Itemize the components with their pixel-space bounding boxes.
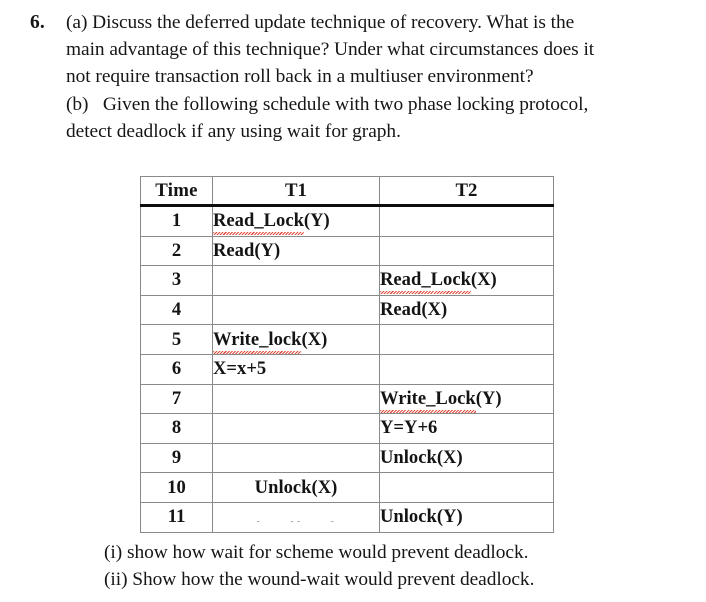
- cell-time: 2: [140, 235, 213, 267]
- cell-t2-operation: [379, 235, 554, 267]
- table-header: Time T1 T2: [140, 176, 554, 207]
- table-row: 8 Y=Y+6: [140, 413, 554, 444]
- column-header-t2: T2: [379, 176, 554, 207]
- spellcheck-underlined-token: Write_lock: [213, 327, 302, 354]
- cell-time: 10: [140, 472, 213, 503]
- cell-t1-operation: [212, 413, 380, 444]
- question-part-b-line-1: (b) Given the following schedule with tw…: [66, 93, 589, 115]
- cell-t1-operation: Unlock(X): [212, 472, 380, 503]
- table-header-row: Time T1 T2: [140, 176, 554, 207]
- cell-t1-operation: Write_lock(X): [212, 324, 380, 355]
- table-row: 7 Write_Lock(Y): [140, 383, 554, 415]
- cell-t2-operation: Read_Lock(X): [379, 265, 554, 296]
- question-part-a-line-3: not require transaction roll back in a m…: [66, 66, 534, 88]
- cell-t1-operation: [212, 442, 380, 474]
- question-text-body: (a) Discuss the deferred update techniqu…: [66, 9, 696, 145]
- table-row: 11 Unlock(Y): [140, 501, 554, 533]
- column-header-t1: T1: [212, 176, 380, 207]
- question-number: 6.: [30, 12, 45, 33]
- spellcheck-underlined-token: Write_Lock: [380, 386, 476, 413]
- cell-time: 8: [140, 413, 213, 444]
- sub-question-i: (i) show how wait for scheme would preve…: [104, 542, 529, 563]
- cell-t1-operation: [212, 294, 380, 326]
- cell-time: 3: [140, 265, 213, 296]
- cell-t1-operation: X=x+5: [212, 353, 380, 385]
- question-part-a-line-2: main advantage of this technique? Under …: [66, 39, 595, 61]
- table-row: 4 Read(X): [140, 294, 554, 326]
- cell-time: 1: [140, 205, 213, 237]
- clipped-text-artifact-glyphs: . . . .. .: [168, 521, 528, 530]
- cell-t2-operation: [379, 324, 554, 355]
- question-part-b-line-2: detect deadlock if any using wait for gr…: [66, 120, 401, 142]
- column-header-time: Time: [140, 176, 213, 207]
- table-row: 9 Unlock(X): [140, 442, 554, 474]
- question-part-a-line-1: (a) Discuss the deferred update techniqu…: [66, 12, 575, 33]
- cell-time: 6: [140, 353, 213, 385]
- cell-t2-operation: [379, 353, 554, 385]
- cell-t2-operation: Write_Lock(Y): [379, 383, 554, 415]
- cell-t1-operation: Read(Y): [212, 235, 380, 267]
- cell-t1-operation: Read_Lock(Y): [212, 205, 380, 237]
- cell-t2-operation: [379, 205, 554, 237]
- cell-t2-operation: Unlock(X): [379, 442, 554, 474]
- cell-t1-operation: [212, 383, 380, 415]
- cell-time: 11: [140, 501, 213, 533]
- cell-t2-operation: [379, 472, 554, 503]
- sub-question-ii: (ii) Show how the wound-wait would preve…: [104, 569, 535, 590]
- cell-t1-operation: [212, 265, 380, 296]
- cell-time: 5: [140, 324, 213, 355]
- cell-time: 9: [140, 442, 213, 474]
- spellcheck-underlined-token: Read_Lock: [213, 208, 304, 236]
- spellcheck-underlined-token: Read_Lock: [380, 267, 471, 295]
- cell-time: 4: [140, 294, 213, 326]
- sub-questions-block: (i) show how wait for scheme would preve…: [104, 539, 664, 593]
- cell-t2-operation: Unlock(Y): [379, 501, 554, 533]
- cell-t2-operation: Read(X): [379, 294, 554, 326]
- clipped-text-artifact: . . . .. .: [168, 521, 528, 530]
- cell-t2-operation: Y=Y+6: [379, 413, 554, 444]
- cell-time: 7: [140, 383, 213, 415]
- table-row: 3 Read_Lock(X): [140, 265, 554, 296]
